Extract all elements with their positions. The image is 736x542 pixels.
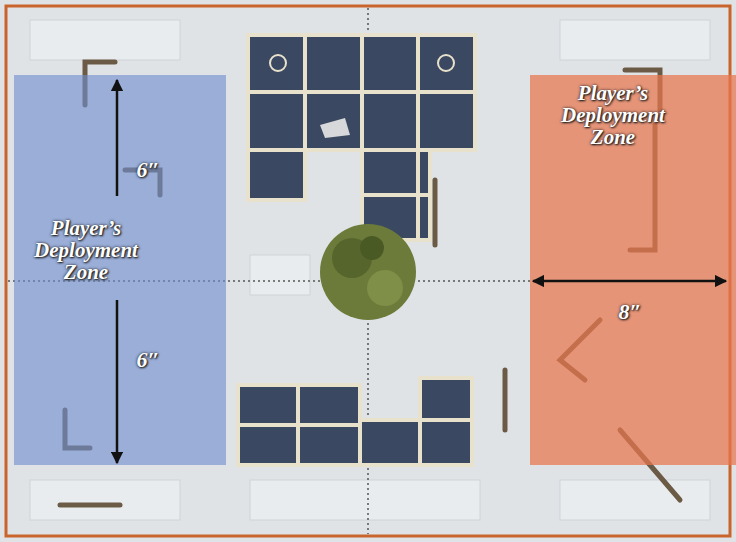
- deployment-zone: Player’s Deployment Zone: [14, 75, 226, 465]
- dimension-label: 6″: [136, 349, 159, 371]
- zone-label: Player’s Deployment Zone: [538, 82, 688, 148]
- dimension-label: 6″: [136, 159, 159, 181]
- dimension-label: 8″: [618, 301, 641, 323]
- zone-label: Player’s Deployment Zone: [19, 217, 154, 283]
- deployment-zone: Player’s Deployment Zone: [530, 75, 736, 465]
